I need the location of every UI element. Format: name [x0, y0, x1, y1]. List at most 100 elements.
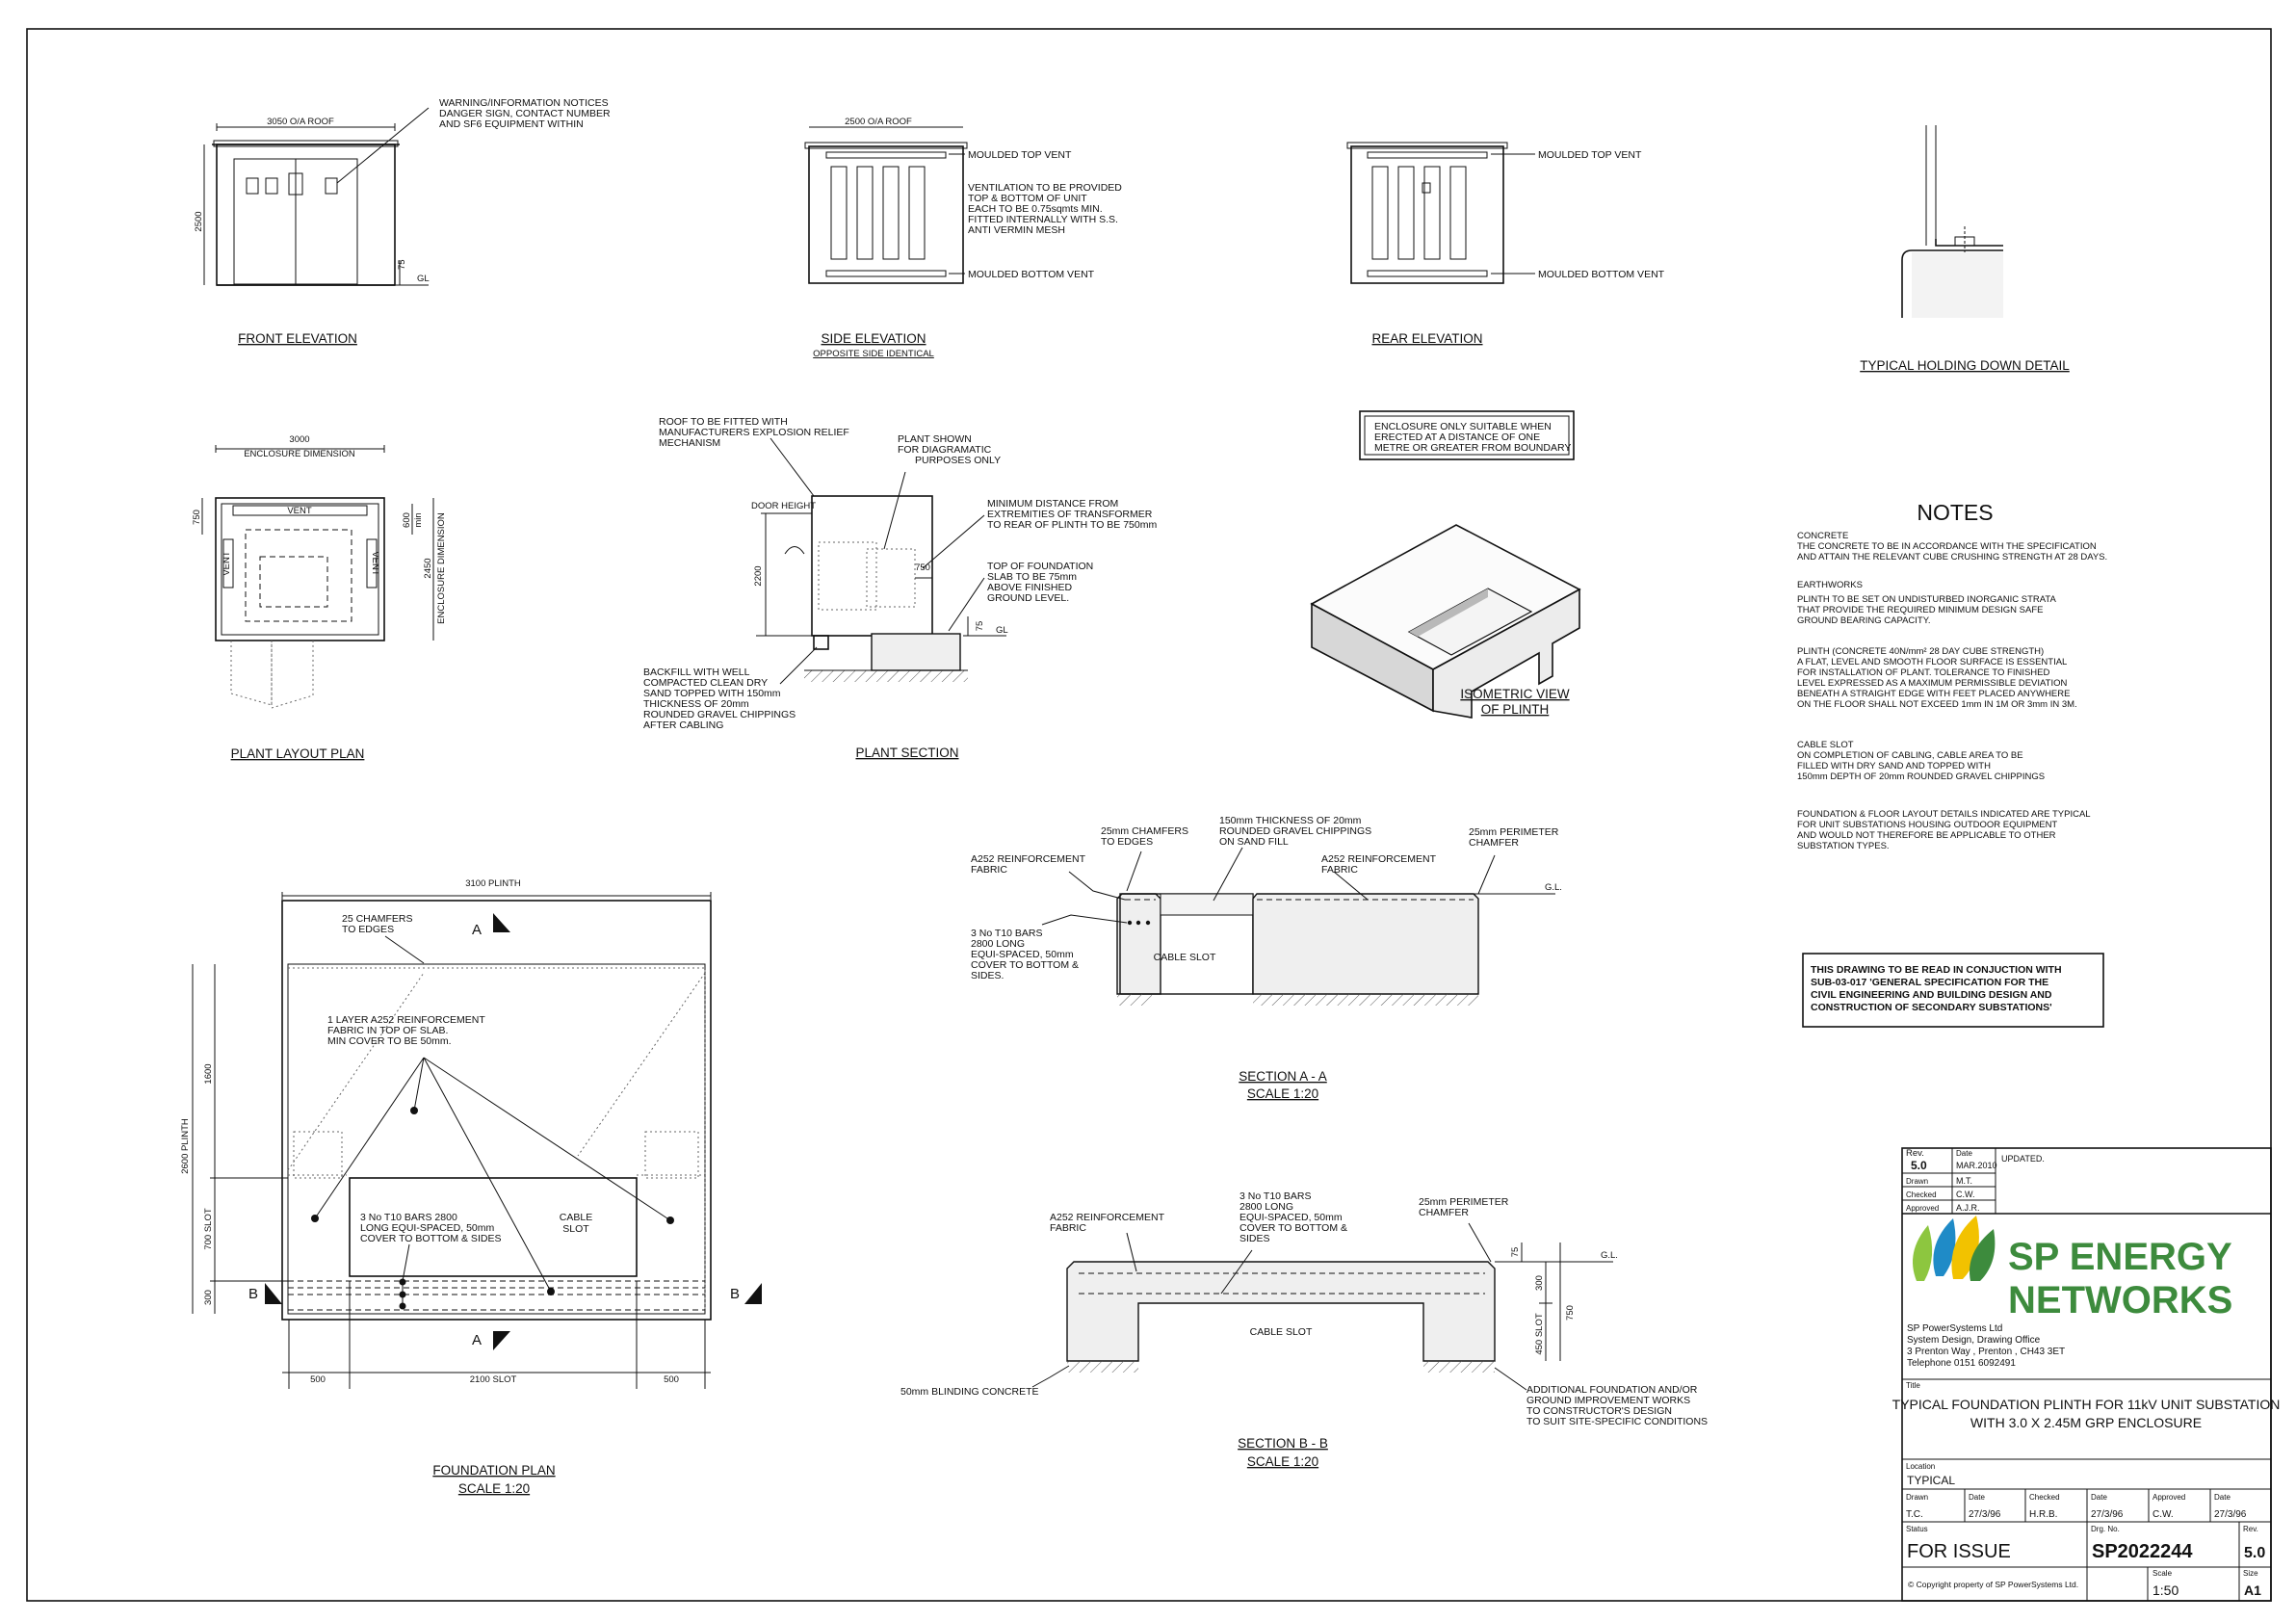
- tb-date-label: Date: [1956, 1149, 1972, 1158]
- tb-status: FOR ISSUE: [1907, 1541, 2011, 1562]
- spen-logo: SP ENERGY NETWORKS: [1913, 1216, 2232, 1321]
- section-arrow-icon: [493, 913, 510, 932]
- side-top-vent: [825, 151, 947, 159]
- logo-leaf-icon: [1933, 1218, 1956, 1276]
- fp-dim-1600: 1600: [203, 1063, 214, 1084]
- layout-dim-depth-label: ENCLOSURE DIMENSION: [436, 512, 447, 624]
- tb-rev-label: Rev.: [1906, 1148, 1924, 1159]
- fp-dim-2600: 2600 PLINTH: [180, 1118, 191, 1174]
- conjunction-3: CIVIL ENGINEERING AND BUILDING DESIGN AN…: [1811, 989, 2052, 1001]
- aa-bars-note-4: COVER TO BOTTOM &: [971, 959, 1079, 971]
- plant-section-view: DOOR HEIGHT 2200 750 75 GL ROOF TO BE FI…: [643, 416, 1157, 760]
- rear-elevation-view: MOULDED TOP VENT MOULDED BOTTOM VENT REA…: [1346, 142, 1665, 346]
- fp-chamfer-note-1: 25 CHAMFERS: [342, 913, 413, 925]
- notes-line: FOR INSTALLATION OF PLANT. TOLERANCE TO …: [1797, 667, 2049, 678]
- notes-line: PLINTH (CONCRETE 40N/mm² 28 DAY CUBE STR…: [1797, 646, 2044, 657]
- tb-title-1: TYPICAL FOUNDATION PLINTH FOR 11kV UNIT …: [1892, 1397, 2281, 1412]
- section-arrow-icon: [493, 1331, 510, 1350]
- notes-heading: NOTES: [1917, 500, 1993, 525]
- sheet-border: [26, 28, 2272, 1602]
- aa-gl: G.L.: [1545, 882, 1562, 893]
- bb-cable-slot: CABLE SLOT: [1250, 1326, 1313, 1338]
- notes-line: LEVEL EXPRESSED AS A MAXIMUM PERMISSIBLE…: [1797, 678, 2067, 689]
- layout-dim-750: 750: [192, 510, 202, 525]
- fp-section-a-top: A: [472, 922, 482, 938]
- layout-vent-left: VENT: [222, 551, 232, 576]
- rear-elevation-title: REAR ELEVATION: [1371, 331, 1482, 346]
- door-swing: [230, 641, 314, 709]
- fp-dim-2100: 2100 SLOT: [470, 1374, 517, 1385]
- notes-line: THE CONCRETE TO BE IN ACCORDANCE WITH TH…: [1797, 541, 2097, 552]
- aa-chamfer-note-1: 25mm CHAMFERS: [1101, 825, 1188, 837]
- section-dim-2200: 2200: [753, 565, 764, 586]
- bb-bars-note-5: SIDES: [1239, 1233, 1270, 1244]
- side-elevation-view: 2500 O/A ROOF MOULDED TOP VENT VENTILATI…: [804, 117, 1122, 359]
- top-note-1: TOP OF FOUNDATION: [987, 561, 1093, 572]
- rear-top-vent-label: MOULDED TOP VENT: [1538, 149, 1642, 161]
- bb-dim-450: 450 SLOT: [1534, 1313, 1545, 1354]
- tb-sign-label: Date: [1969, 1493, 1985, 1502]
- bb-perimeter-2: CHAMFER: [1419, 1207, 1469, 1218]
- side-vent-note-4: FITTED INTERNALLY WITH S.S.: [968, 214, 1118, 225]
- layout-dim-600: 600: [402, 512, 412, 528]
- door-handle-icon: [288, 172, 303, 196]
- tb-scale: 1:50: [2152, 1583, 2179, 1598]
- mesh-note-1: 1 LAYER A252 REINFORCEMENT: [327, 1014, 485, 1026]
- aa-fabric-right-2: FABRIC: [1321, 864, 1358, 876]
- plant-section-title: PLANT SECTION: [855, 746, 958, 760]
- tb-drawn-label: Drawn: [1906, 1177, 1928, 1186]
- plant-note-1: PLANT SHOWN: [898, 433, 972, 445]
- rear-lock-icon: [1422, 182, 1431, 194]
- front-note-1: WARNING/INFORMATION NOTICES: [439, 97, 609, 109]
- front-dim-roof: 3050 O/A ROOF: [267, 117, 334, 127]
- tb-scale-label: Scale: [2152, 1569, 2173, 1578]
- aa-bars-note-3: EQUI-SPACED, 50mm: [971, 949, 1074, 960]
- plinth-outline: [281, 900, 712, 1321]
- section-aa-scale: SCALE 1:20: [1247, 1086, 1318, 1101]
- notes-line: FILLED WITH DRY SAND AND TOPPED WITH: [1797, 761, 1991, 772]
- tb-sign-value: 27/3/96: [2214, 1509, 2247, 1520]
- logo-text-2: NETWORKS: [2008, 1279, 2232, 1321]
- plant-note-2: FOR DIAGRAMATIC: [898, 444, 992, 456]
- aa-bars-note-1: 3 No T10 BARS: [971, 928, 1043, 939]
- bb-bars-note-1: 3 No T10 BARS: [1239, 1190, 1312, 1202]
- side-elevation-title: SIDE ELEVATION: [821, 331, 926, 346]
- side-bottom-vent-label: MOULDED BOTTOM VENT: [968, 269, 1095, 280]
- iso-cable-slot: [1407, 588, 1533, 656]
- fp-dim-500a: 500: [310, 1374, 326, 1385]
- fp-cable-slot-2: SLOT: [562, 1223, 589, 1235]
- fp-cable-slot-1: CABLE: [560, 1212, 592, 1223]
- tb-company-4: Telephone 0151 6092491: [1907, 1358, 2016, 1369]
- notes-line: A FLAT, LEVEL AND SMOOTH FLOOR SURFACE I…: [1797, 657, 2067, 667]
- fp-chamfer-note-2: TO EDGES: [342, 924, 394, 935]
- bb-fabric-2: FABRIC: [1050, 1222, 1086, 1234]
- title-block: Rev. 5.0 Date MAR.2010 UPDATED. Drawn M.…: [1892, 1147, 2281, 1602]
- section-slab: [871, 633, 961, 671]
- tb-size-label: Size: [2243, 1569, 2258, 1578]
- plant-layout-plan: 3000 ENCLOSURE DIMENSION VENT VENT VENT …: [192, 434, 447, 761]
- layout-dim-600-unit: min: [413, 512, 424, 527]
- warning-sign-icon: [325, 177, 338, 195]
- boundary-note-box: ENCLOSURE ONLY SUITABLE WHEN ERECTED AT …: [1359, 410, 1575, 460]
- bb-additional-1: ADDITIONAL FOUNDATION AND/OR: [1526, 1384, 1698, 1396]
- backfill-note-2: COMPACTED CLEAN DRY: [643, 677, 768, 689]
- tb-checked-label: Checked: [1906, 1190, 1937, 1199]
- aa-fabric-left-2: FABRIC: [971, 864, 1007, 876]
- tb-sign-value: 27/3/96: [2091, 1509, 2124, 1520]
- roof-note-3: MECHANISM: [659, 437, 720, 449]
- aa-bars-note-2: 2800 LONG: [971, 938, 1025, 950]
- aa-gravel-note-2: ROUNDED GRAVEL CHIPPINGS: [1219, 825, 1371, 837]
- tb-sign-value: 27/3/96: [1969, 1509, 2001, 1520]
- tb-location-label: Location: [1906, 1462, 1935, 1471]
- logo-leaf-icon: [1970, 1229, 1996, 1281]
- bb-dim-300: 300: [1534, 1275, 1545, 1291]
- isometric-plinth-view: ISOMETRIC VIEW OF PLINTH: [1310, 524, 1581, 719]
- side-elevation-subtitle: OPPOSITE SIDE IDENTICAL: [813, 349, 934, 359]
- tb-sign-label: Checked: [2029, 1493, 2060, 1502]
- bb-bars-note-2: 2800 LONG: [1239, 1201, 1293, 1213]
- notes-line: AND WOULD NOT THEREFORE BE APPLICABLE TO…: [1797, 830, 2056, 841]
- tb-status-label: Status: [1906, 1525, 1928, 1533]
- foundation-plan-scale: SCALE 1:20: [458, 1481, 530, 1496]
- side-vent-note-3: EACH TO BE 0.75sqmts MIN.: [968, 203, 1103, 215]
